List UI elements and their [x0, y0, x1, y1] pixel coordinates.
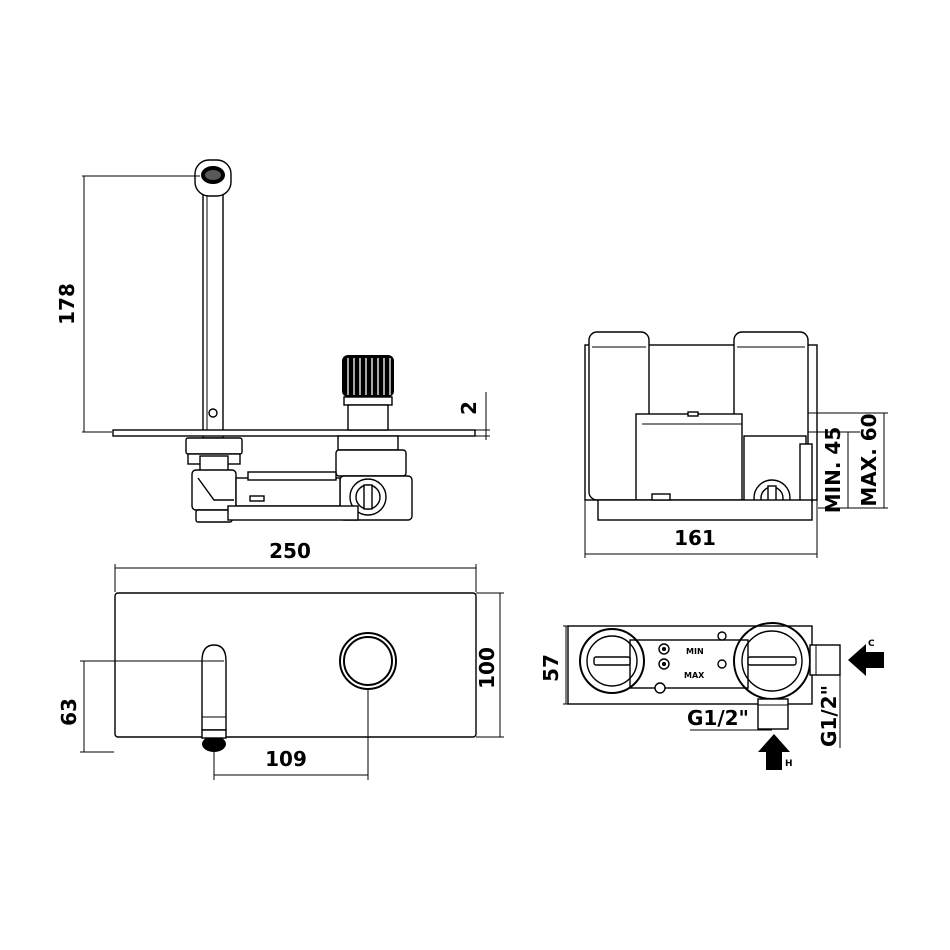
hot-inlet-label: H: [785, 759, 793, 769]
side-elevation-view: 178 2: [55, 159, 490, 523]
min-marking: MIN: [686, 647, 704, 656]
dim-box-width: 161: [674, 526, 716, 550]
aerator-icon: [201, 166, 225, 184]
spout-base-body: [191, 469, 237, 511]
handle-knob-front: [343, 636, 393, 686]
dim-box-height: 57: [539, 654, 563, 682]
hot-inlet-arrow-icon: [758, 734, 790, 770]
spout-pipe: [202, 189, 224, 439]
cold-inlet-arrow-icon: [848, 644, 884, 676]
dim-min-depth: MIN. 45: [821, 427, 845, 513]
dim-plate-width: 250: [269, 539, 311, 563]
dim-plate-thickness: 2: [457, 401, 481, 415]
thread-cold-label: G1/2": [817, 685, 841, 747]
dim-spout-height: 178: [55, 283, 79, 325]
dim-spout-to-handle: 109: [265, 747, 307, 771]
max-marking: MAX: [684, 671, 705, 680]
handle-knob-icon: [342, 355, 394, 397]
thread-hot-label: G1/2": [687, 706, 749, 730]
dim-spout-axis: 63: [57, 698, 81, 726]
cover-plate: [112, 429, 476, 437]
cold-inlet-label: C: [868, 639, 875, 649]
box-side-view: 161 MIN. 45 MAX. 60: [584, 331, 888, 558]
front-plate-view: 250 100 63 109: [57, 539, 504, 780]
spout-outlet-icon: [202, 736, 226, 752]
spout-front: [201, 644, 227, 731]
dim-max-depth: MAX. 60: [857, 413, 881, 506]
box-top-view: MIN MAX 57 G1/2" G1/2" C H: [539, 622, 884, 770]
dim-plate-height: 100: [475, 647, 499, 689]
front-plate: [114, 592, 477, 738]
